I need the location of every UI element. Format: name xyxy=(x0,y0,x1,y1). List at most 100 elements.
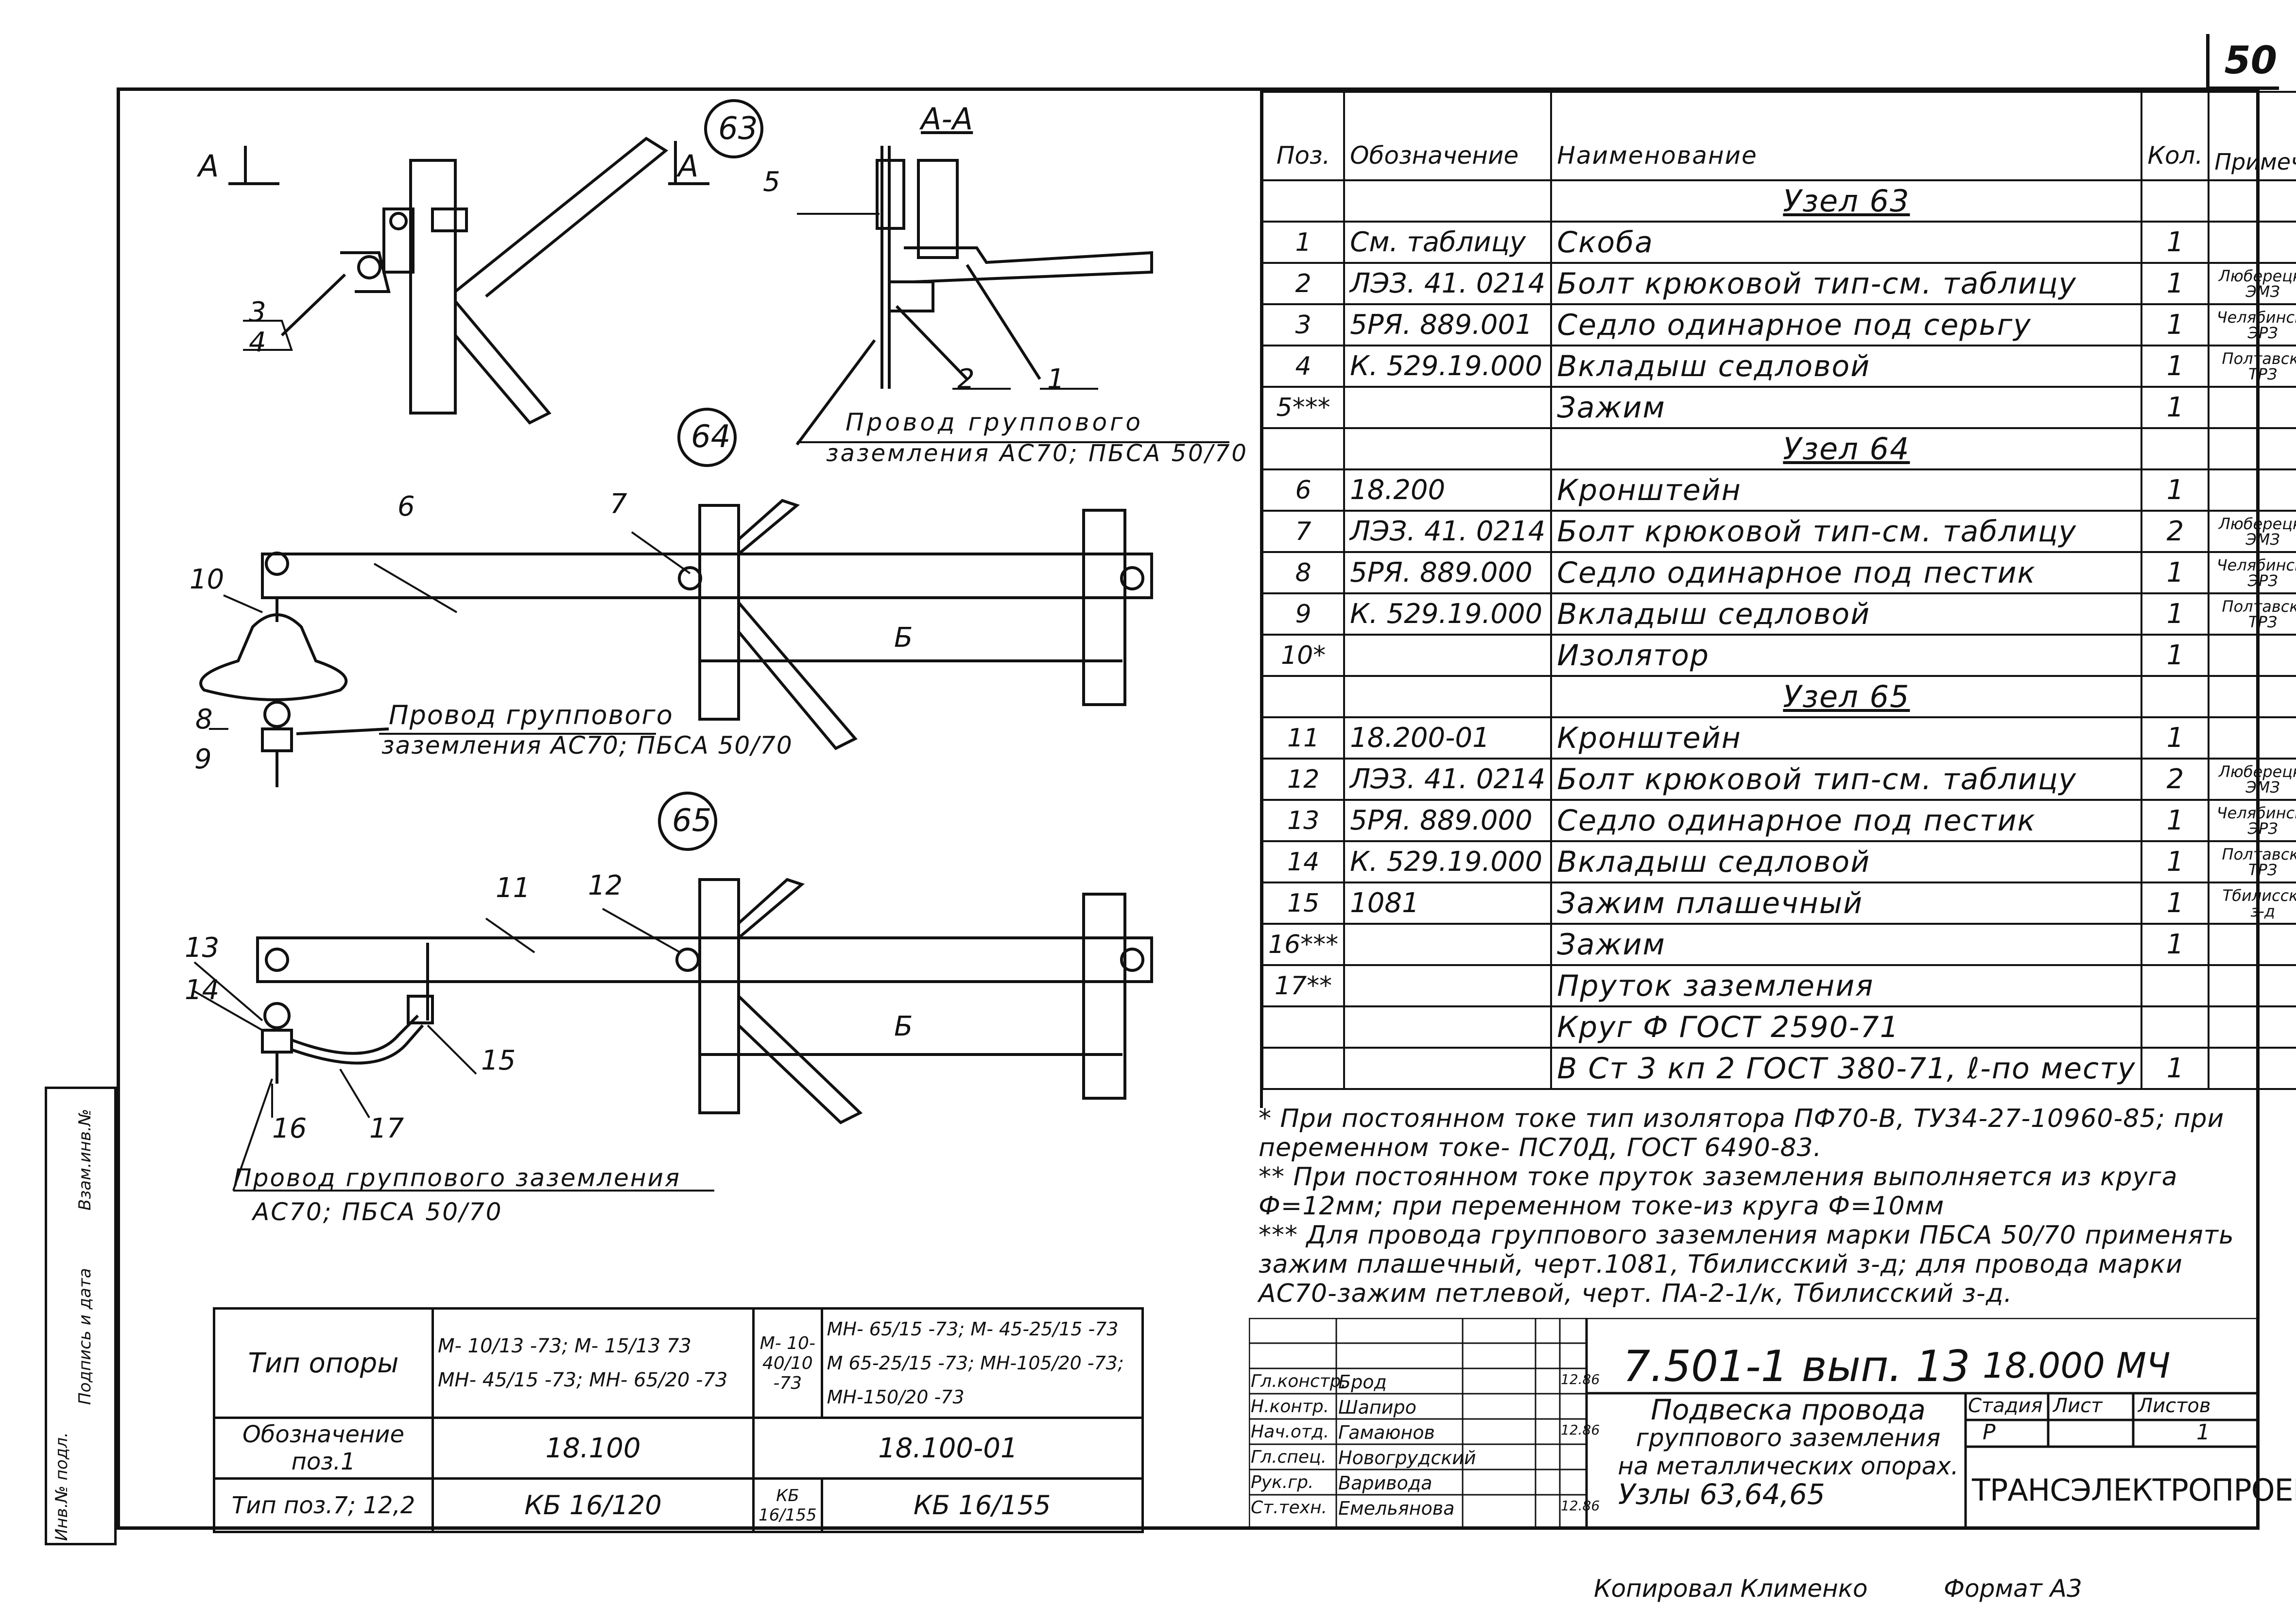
staff-role: Гл.спец. xyxy=(1251,1447,1327,1467)
spec-note: Челябинск. ЭРЗ xyxy=(2208,303,2296,346)
spec-qty xyxy=(2141,179,2210,223)
spec-note: Полтавск. ТРЗ xyxy=(2208,840,2296,883)
wire-label-65-line1: Провод группового заземления xyxy=(233,1164,681,1192)
spec-header-row: Поз. Обозначение Наименование Кол. Приме… xyxy=(1261,91,2296,181)
callout-12: 12 xyxy=(588,870,623,901)
spec-designation xyxy=(1343,179,1553,223)
section-mark-right: А xyxy=(678,148,699,184)
stage-label: Стадия xyxy=(1968,1395,2043,1417)
spec-pos: 17** xyxy=(1261,964,1346,1007)
spec-name: Седло одинарное под пестик xyxy=(1550,799,2143,842)
spec-name: Зажим плашечный xyxy=(1550,882,2143,925)
staff-role: Нач.отд. xyxy=(1251,1422,1329,1442)
spec-pos: 7 xyxy=(1261,510,1346,553)
spec-name: Кронштейн xyxy=(1550,716,2143,760)
spec-name: В Ст 3 кп 2 ГОСТ 380-71, ℓ-по месту xyxy=(1550,1047,2143,1090)
opora-bolt-mid: КБ 16/155 xyxy=(752,1477,823,1533)
side-stamp: Инв.№ подл. Подпись и дата Взам.инв.№ xyxy=(45,1087,117,1545)
callout-14: 14 xyxy=(185,974,220,1006)
spec-designation: 5РЯ. 889.000 xyxy=(1343,799,1553,842)
opora-bolt-a: КБ 16/120 xyxy=(432,1477,755,1533)
spec-pos: 12 xyxy=(1261,758,1346,801)
spec-pos: 16*** xyxy=(1261,923,1346,966)
spec-qty: 1 xyxy=(2141,882,2210,925)
spec-pos: 1 xyxy=(1261,221,1346,264)
sheets-label: Листов xyxy=(2138,1395,2211,1417)
spec-designation xyxy=(1343,634,1553,677)
callout-11: 11 xyxy=(496,872,531,904)
wire-label-64-line1: Провод группового xyxy=(389,700,673,730)
spec-section-row: Узел 63 xyxy=(1261,179,2296,223)
title-block-lines xyxy=(1249,1318,2260,1530)
header-note: Примеч. xyxy=(2208,91,2296,181)
spec-note: Челябинск. ЭРЗ xyxy=(2208,551,2296,594)
spec-note xyxy=(2208,634,2296,677)
callout-6: 6 xyxy=(397,491,415,522)
spec-qty: 1 xyxy=(2141,1047,2210,1090)
spec-pos: 10* xyxy=(1261,634,1346,677)
staff-name: Брод xyxy=(1338,1371,1387,1393)
spec-pos: 9 xyxy=(1261,592,1346,636)
spec-name: Узел 64 xyxy=(1550,427,2143,470)
callout-15: 15 xyxy=(481,1045,516,1076)
spec-pos: 3 xyxy=(1261,303,1346,346)
node-64-label: 64 xyxy=(691,419,731,455)
spec-qty: 2 xyxy=(2141,758,2210,801)
spec-note xyxy=(2208,386,2296,429)
spec-qty: 1 xyxy=(2141,345,2210,388)
spec-note: Тбилисск. з-д xyxy=(2208,882,2296,925)
spec-pos: 2 xyxy=(1261,262,1346,305)
section-label: А-А xyxy=(921,101,973,137)
spec-qty: 1 xyxy=(2141,799,2210,842)
spec-name: Вкладыш седловой xyxy=(1550,592,2143,636)
staff-role: Гл.констр. xyxy=(1251,1371,1347,1391)
spec-pos: 5*** xyxy=(1261,386,1346,429)
staff-name: Емельянова xyxy=(1338,1498,1455,1519)
spec-name: Пруток заземления xyxy=(1550,964,2143,1007)
title-line-3: на металлических опорах. xyxy=(1618,1452,1959,1480)
footer-format: Формат А3 xyxy=(1944,1574,2082,1603)
staff-role: Ст.техн. xyxy=(1251,1498,1327,1518)
spec-name: Скоба xyxy=(1550,221,2143,264)
opora-type-label: Тип опоры xyxy=(213,1307,434,1419)
opora-col1-line1: М- 10/13 -73; М- 15/13 73 xyxy=(438,1335,691,1357)
spec-note xyxy=(2208,427,2296,470)
header-pos: Поз. xyxy=(1261,91,1346,181)
spec-designation xyxy=(1343,386,1553,429)
header-name: Наименование xyxy=(1550,91,2143,181)
opora-designation-b: 18.100-01 xyxy=(752,1417,1144,1480)
staff-date: 12.86 xyxy=(1561,1371,1600,1387)
spec-note: Челябинск. ЭРЗ xyxy=(2208,799,2296,842)
callout-5: 5 xyxy=(763,166,780,198)
note-1: * При постоянном токе тип изолятора ПФ70… xyxy=(1259,1104,2225,1162)
dim-b-65: Б xyxy=(894,1011,913,1042)
opora-col1-types: М- 10/13 -73; М- 15/13 73 МН- 45/15 -73;… xyxy=(432,1307,755,1419)
callout-13: 13 xyxy=(185,932,220,964)
spec-pos xyxy=(1261,1047,1346,1090)
staff-date: 12.86 xyxy=(1561,1422,1600,1438)
spec-note xyxy=(2208,964,2296,1007)
spec-pos: 8 xyxy=(1261,551,1346,594)
spec-designation: 1081 xyxy=(1343,882,1553,925)
spec-qty: 1 xyxy=(2141,592,2210,636)
spec-designation xyxy=(1343,923,1553,966)
spec-name: Вкладыш седловой xyxy=(1550,840,2143,883)
spec-name: Круг Ф ГОСТ 2590-71 xyxy=(1550,1005,2143,1049)
callout-3: 3 xyxy=(249,296,266,328)
spec-designation: 5РЯ. 889.001 xyxy=(1343,303,1553,346)
spec-row: 17** Пруток заземления xyxy=(1261,964,2296,1007)
spec-qty: 1 xyxy=(2141,551,2210,594)
note-2: ** При постоянном токе пруток заземления… xyxy=(1259,1162,2178,1221)
node-65-label: 65 xyxy=(672,803,712,839)
spec-name: Седло одинарное под пестик xyxy=(1550,551,2143,594)
spec-designation: К. 529.19.000 xyxy=(1343,345,1553,388)
spec-pos: 13 xyxy=(1261,799,1346,842)
opora-col2-types: М- 10-40/10 -73 xyxy=(752,1307,823,1419)
spec-name: Изолятор xyxy=(1550,634,2143,677)
wire-label-63-line2: заземления АС70; ПБСА 50/70 xyxy=(826,440,1248,467)
